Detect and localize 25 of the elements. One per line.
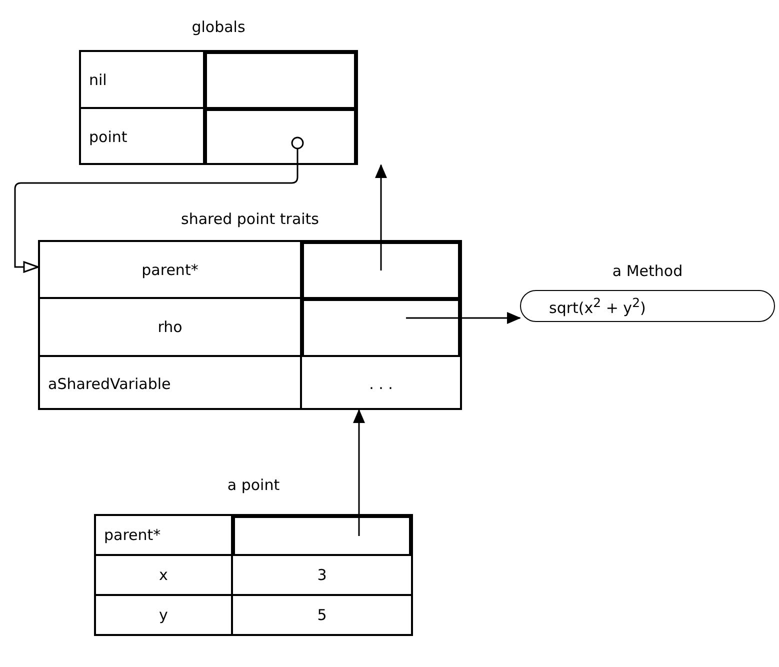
- slot-name: x: [96, 556, 233, 596]
- slot-cell: [302, 242, 460, 299]
- slot-name: aSharedVariable: [40, 357, 302, 410]
- slot-name: nil: [81, 52, 205, 109]
- object-name: globals: [190, 18, 246, 36]
- slot-cell: [205, 52, 356, 109]
- slot-value: 3: [233, 556, 411, 596]
- arrow: [406, 312, 521, 324]
- arrow: [353, 409, 365, 536]
- slot-value: . . .: [302, 357, 460, 410]
- object-name: shared point traits: [180, 210, 320, 228]
- slot-name: rho: [40, 299, 302, 357]
- slot-cell: [302, 299, 460, 357]
- slot-name: y: [96, 596, 233, 634]
- method-box: sqrt(x$^{2}$ + y$^{2}$): [520, 290, 775, 322]
- slot-name: parent*: [96, 516, 233, 556]
- arrow: [14, 136, 304, 273]
- slot-value: 5: [233, 596, 411, 634]
- slot-cell: [205, 109, 356, 165]
- slot-cell: [233, 516, 411, 556]
- object-name: a Method: [611, 262, 684, 280]
- object-name: a point: [226, 476, 281, 494]
- slot-name: parent*: [40, 242, 302, 299]
- slot-name: point: [81, 109, 205, 165]
- arrow: [375, 164, 387, 270]
